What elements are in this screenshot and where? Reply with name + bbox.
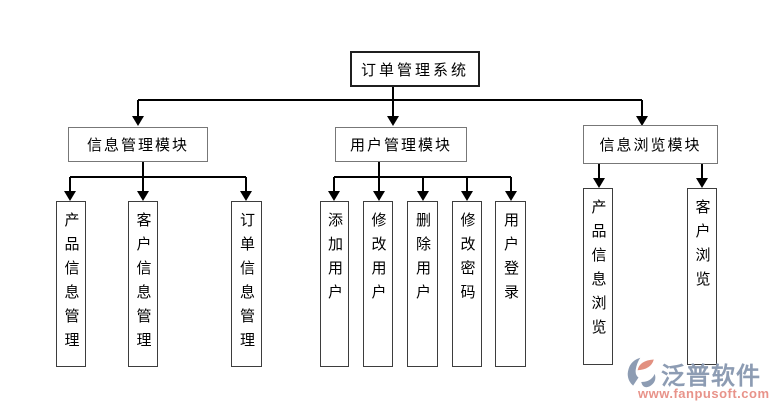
module-node-user-management: 用户管理模块	[335, 127, 467, 162]
leaf-node-add-user: 添加用户	[320, 201, 349, 367]
leaf-label: 客户信息管理	[134, 212, 153, 356]
leaf-node-delete-user: 删除用户	[407, 201, 438, 367]
leaf-label: 修改用户	[369, 212, 388, 308]
vendor-name-text: 泛普软件	[661, 361, 761, 390]
leaf-label: 产品信息管理	[62, 212, 81, 356]
leaf-node-modify-user: 修改用户	[363, 201, 393, 367]
leaf-node-customer-info-management: 客户信息管理	[128, 201, 158, 367]
vendor-website-text: www.fanpusoft.com	[638, 386, 770, 401]
module-node-info-management: 信息管理模块	[68, 127, 208, 162]
root-node-order-management-system: 订单管理系统	[350, 51, 480, 87]
fanpu-logo-icon	[627, 357, 656, 388]
vendor-watermark: 泛普软件 www.fanpusoft.com	[625, 355, 771, 403]
leaf-label: 客户浏览	[693, 199, 712, 295]
leaf-node-order-info-management: 订单信息管理	[231, 201, 262, 367]
leaf-label: 修改密码	[458, 212, 477, 308]
leaf-label: 订单信息管理	[238, 212, 256, 356]
leaf-label: 产品信息浏览	[589, 199, 608, 343]
leaf-label: 用户登录	[502, 212, 520, 308]
leaf-node-product-info-browse: 产品信息浏览	[583, 188, 613, 365]
leaf-node-customer-browse: 客户浏览	[687, 188, 717, 365]
leaf-node-user-login: 用户登录	[495, 201, 526, 367]
leaf-node-product-info-management: 产品信息管理	[56, 201, 86, 367]
leaf-label: 添加用户	[326, 212, 344, 308]
leaf-node-change-password: 修改密码	[452, 201, 482, 367]
module-node-info-browse: 信息浏览模块	[583, 125, 718, 164]
leaf-label: 删除用户	[414, 212, 432, 308]
